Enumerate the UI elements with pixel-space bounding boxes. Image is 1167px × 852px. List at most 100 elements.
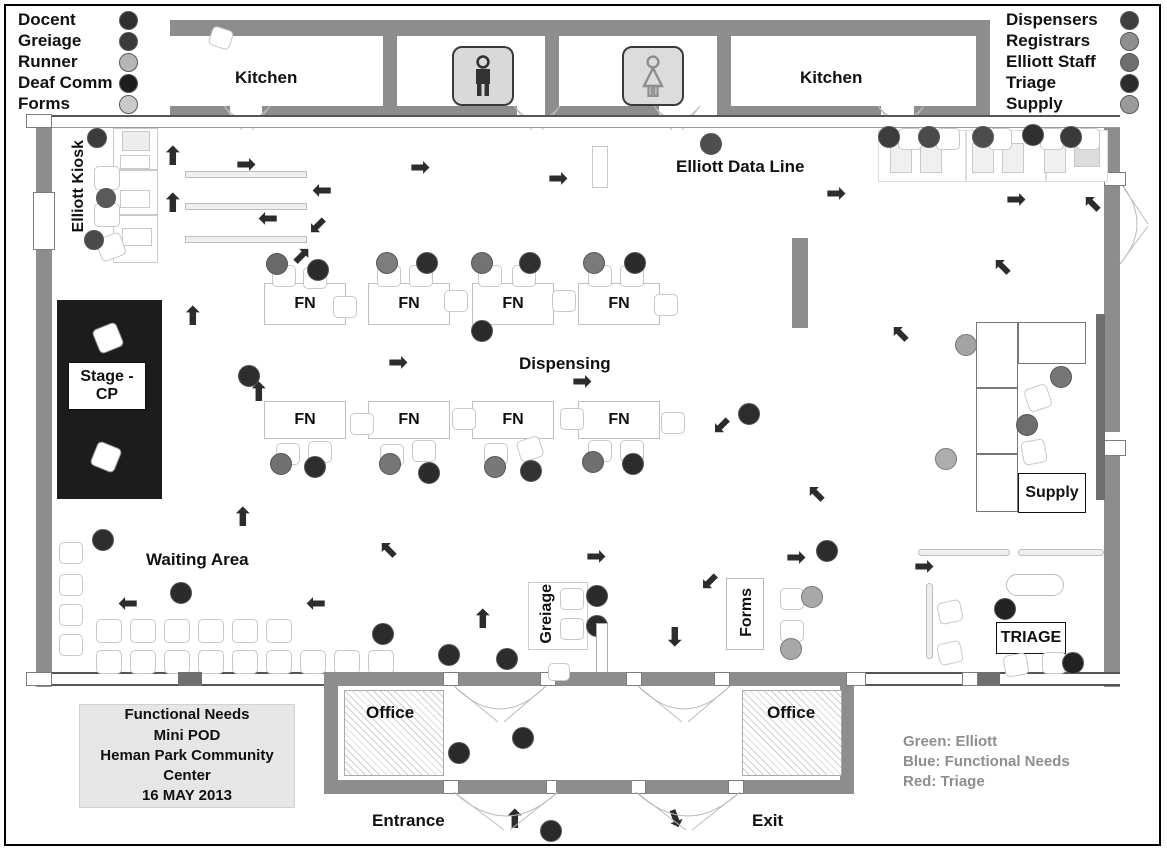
south-block-lower-wall-mid: [556, 780, 632, 794]
person-dot-reg-4: [1022, 124, 1044, 146]
legend-right-dot-3: [1120, 74, 1139, 93]
office-left-floor: [344, 690, 444, 776]
man-icon: [476, 55, 490, 96]
divider-strip-1: [185, 171, 307, 178]
person-dot-forms-1: [801, 586, 823, 608]
person-dot-r1-3a: [471, 252, 493, 274]
legend-left-dot-1: [119, 32, 138, 51]
south-door-cap-8: [728, 780, 744, 794]
arrow-right-10: ➡: [914, 553, 935, 580]
south-door-cap-3: [626, 672, 642, 686]
person-dot-kiosk-1: [87, 128, 107, 148]
office-left-label: Office: [366, 703, 415, 722]
fn-table-r1-3: FN: [472, 283, 554, 325]
fn-table-label: FN: [502, 295, 524, 312]
arrow-left-4: ⬅: [306, 590, 327, 617]
triage-label: TRIAGE: [1000, 629, 1062, 646]
south-door-cap-4: [714, 672, 730, 686]
supply-label: Supply: [1025, 484, 1079, 501]
legend-right-row-4: Supply: [1006, 94, 1063, 114]
person-dot-r2-1a: [270, 453, 292, 475]
arrow-up-1: ⬆: [162, 141, 184, 171]
person-dot-forms-2: [780, 638, 802, 660]
legend-right-row-3: Triage: [1006, 73, 1056, 93]
person-dot-triage-1: [994, 598, 1016, 620]
chair-seat-r2-7: [300, 650, 326, 674]
west-door-opening: [33, 192, 55, 250]
person-dot-mid-left: [238, 365, 260, 387]
legend-left-label-3: Deaf Comm: [18, 73, 113, 92]
door-swing-south-upper-left: [453, 685, 547, 723]
person-dot-wait-3: [372, 623, 394, 645]
west-exterior-wall: [36, 127, 52, 687]
fn-table-label: FN: [608, 295, 630, 312]
chair-wall-2: [59, 574, 83, 596]
person-dot-r2-right: [738, 403, 760, 425]
chair-greiage-2: [560, 618, 584, 640]
stage-label-line1: Stage -: [80, 367, 134, 385]
legend-right-dot-4: [1120, 95, 1139, 114]
title-line-2: Mini POD: [153, 726, 221, 744]
person-dot-greiage-1: [586, 585, 608, 607]
door-swing-south-upper-right: [637, 685, 731, 723]
person-dot-south-2: [448, 742, 470, 764]
legend-left-label-2: Runner: [18, 52, 78, 71]
forms-label: Forms: [738, 588, 755, 637]
east-exterior-wall-upper: [1104, 127, 1120, 432]
chair-supply-2: [1020, 438, 1048, 466]
sw-door-cap: [26, 672, 52, 686]
chair-seat-r1-4: [198, 619, 224, 643]
legend-left-label-4: Forms: [18, 94, 70, 113]
arrow-left-3: ⬅: [118, 590, 139, 617]
fn-table-label: FN: [502, 411, 524, 428]
triage-cot: [1006, 574, 1064, 596]
chair-r2-2c: [452, 408, 476, 430]
title-box: Functional Needs Mini POD Heman Park Com…: [79, 704, 295, 808]
chair-wall-3: [59, 604, 83, 626]
chair-seat-r2-4: [198, 650, 224, 674]
fn-table-label: FN: [294, 411, 316, 428]
title-line-5: 16 MAY 2013: [141, 787, 233, 805]
south-door-cap-9: [846, 672, 866, 686]
east-door-cap-bottom: [1104, 440, 1126, 456]
chair-wall-4: [59, 634, 83, 656]
person-dot-reg-5: [1060, 126, 1082, 148]
chair-r1-1c: [333, 296, 357, 318]
north-partition-2: [545, 20, 559, 118]
person-dot-r1-3b: [519, 252, 541, 274]
supply-shelf-1: [976, 322, 1018, 388]
legend-right-label-3: Triage: [1006, 73, 1057, 92]
arrow-left-2: ⬅: [258, 205, 279, 232]
waiting-area-label: Waiting Area: [146, 550, 249, 569]
column-center-top: [592, 146, 608, 188]
supply-shelf-4: [1018, 322, 1086, 364]
chair-seat-r1-6: [266, 619, 292, 643]
stage-label: Stage - CP: [68, 362, 146, 410]
person-dot-kiosk-3: [84, 230, 104, 250]
chair-seat-r1-1: [96, 619, 122, 643]
woman-icon: [642, 55, 664, 97]
fn-table-label: FN: [398, 295, 420, 312]
chair-seat-r2-9: [368, 650, 394, 674]
supply-shelf-3: [976, 454, 1018, 512]
chair-seat-r1-3: [164, 619, 190, 643]
person-dot-south-1: [512, 727, 534, 749]
legend-left-dot-2: [119, 53, 138, 72]
door-swing-exit: [635, 791, 741, 831]
person-dot-r2-4a: [582, 451, 604, 473]
east-interior-dark-strip: [1096, 314, 1105, 500]
chair-seat-r1-2: [130, 619, 156, 643]
legend-left-label-1: Greiage: [18, 31, 82, 50]
person-dot-r1-4a: [583, 252, 605, 274]
person-dot-r1-2a: [376, 252, 398, 274]
hall-north-wall: [36, 115, 1120, 128]
person-dot-wait-1: [92, 529, 114, 551]
person-dot-r2-3a: [484, 456, 506, 478]
fn-table-r1-4: FN: [578, 283, 660, 325]
north-partition-3: [717, 20, 731, 118]
greiage-partition: [596, 623, 608, 673]
north-partition-1: [383, 20, 397, 118]
legend-right-dot-1: [1120, 32, 1139, 51]
fn-table-label: FN: [294, 295, 316, 312]
